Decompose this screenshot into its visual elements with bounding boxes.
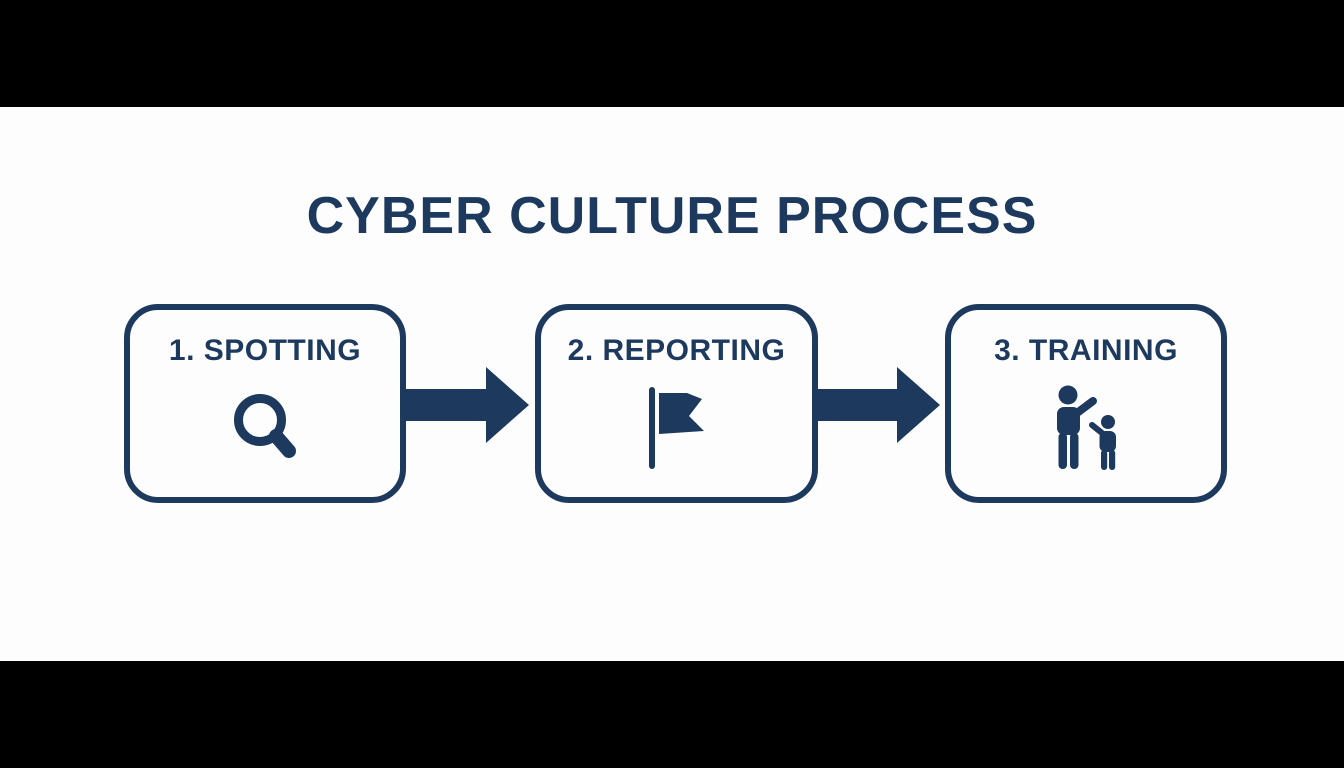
step-icon-wrap (1050, 368, 1122, 497)
step-label-reporting: 2. REPORTING (567, 334, 786, 367)
magnifier-search-icon (234, 393, 296, 458)
arrow-shaft (814, 389, 898, 421)
flow-arrow-icon (403, 367, 529, 443)
step-icon-wrap (233, 368, 297, 497)
step-box-spotting: 1. SPOTTING (124, 304, 406, 503)
adult-child-training-icon (1057, 385, 1116, 470)
letterbox-bottom-bar (0, 661, 1344, 768)
arrow-head (486, 367, 529, 443)
arrow-head (897, 367, 940, 443)
step-icon-wrap (648, 368, 705, 497)
diagram-stage: CYBER CULTURE PROCESS 1. SPOTTING 2. REP… (0, 107, 1344, 661)
flow-arrow-icon (814, 367, 940, 443)
letterbox-top-bar (0, 0, 1344, 107)
page-title: CYBER CULTURE PROCESS (306, 187, 1038, 245)
step-box-training: 3. TRAINING (945, 304, 1227, 503)
step-label-training: 3. TRAINING (994, 334, 1178, 367)
arrow-shaft (403, 389, 487, 421)
step-label-spotting: 1. SPOTTING (168, 334, 362, 367)
flag-icon (648, 386, 704, 469)
step-box-reporting: 2. REPORTING (535, 304, 818, 503)
